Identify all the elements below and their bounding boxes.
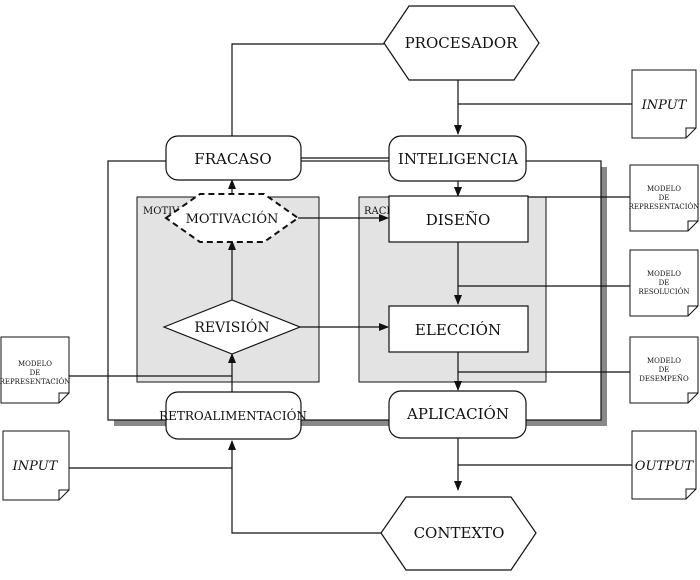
retroalimentacion-node: RETROALIMENTACIÓN bbox=[159, 391, 307, 440]
diseno-label: DISEÑO bbox=[426, 211, 491, 229]
inteligencia-node: INTELIGENCIA bbox=[388, 135, 527, 182]
input-bottom-doc: INPUT bbox=[2, 430, 70, 501]
contexto-node: CONTEXTO bbox=[380, 496, 537, 571]
modelo-representacion-left-line3: REPRESENTACIÓN bbox=[0, 377, 70, 386]
modelo-desempeno-line3: DESEMPEÑO bbox=[639, 374, 689, 383]
modelo-representacion-right-doc: MODELO DE REPRESENTACIÓN bbox=[629, 164, 700, 232]
fracaso-node: FRACASO bbox=[165, 135, 302, 181]
output-label: OUTPUT bbox=[635, 459, 695, 474]
input-bottom-label: INPUT bbox=[12, 459, 59, 474]
inteligencia-label: INTELIGENCIA bbox=[398, 150, 518, 168]
procesador-node: PROCESADOR bbox=[383, 5, 540, 81]
aplicacion-node: APLICACIÓN bbox=[388, 390, 527, 439]
diseno-node: DISEÑO bbox=[388, 195, 529, 243]
retroalimentacion-label: RETROALIMENTACIÓN bbox=[159, 407, 307, 423]
modelo-desempeno-line2: DE bbox=[659, 366, 670, 374]
motivacion-node: MOTIVACIÓN bbox=[164, 193, 300, 243]
modelo-desempeno-line1: MODELO bbox=[647, 357, 681, 365]
modelo-representacion-right-line3: REPRESENTACIÓN bbox=[629, 202, 700, 211]
aplicacion-label: APLICACIÓN bbox=[406, 405, 509, 423]
input-top-label: INPUT bbox=[641, 98, 688, 113]
modelo-representacion-left-line2: DE bbox=[30, 369, 41, 377]
modelo-representacion-left-line1: MODELO bbox=[18, 360, 52, 368]
motivacion-label: MOTIVACIÓN bbox=[186, 210, 279, 227]
revision-node: REVISIÓN bbox=[162, 299, 302, 355]
eleccion-node: ELECCIÓN bbox=[388, 305, 529, 353]
input-top-doc: INPUT bbox=[631, 69, 697, 139]
modelo-resolucion-doc: MODELO DE RESOLUCIÓN bbox=[629, 249, 699, 317]
output-doc: OUTPUT bbox=[631, 430, 697, 500]
modelo-representacion-right-line2: DE bbox=[659, 194, 670, 202]
fracaso-label: FRACASO bbox=[194, 150, 271, 168]
eleccion-label: ELECCIÓN bbox=[415, 321, 501, 339]
modelo-representacion-right-line1: MODELO bbox=[647, 185, 681, 193]
modelo-resolucion-line1: MODELO bbox=[647, 270, 681, 278]
procesador-label: PROCESADOR bbox=[405, 34, 519, 52]
modelo-desempeno-doc: MODELO DE DESEMPEÑO bbox=[629, 336, 699, 404]
modelo-representacion-left-doc: MODELO DE REPRESENTACIÓN bbox=[0, 336, 70, 404]
contexto-label: CONTEXTO bbox=[414, 524, 505, 542]
modelo-resolucion-line2: DE bbox=[659, 279, 670, 287]
modelo-resolucion-line3: RESOLUCIÓN bbox=[638, 287, 689, 296]
revision-label: REVISIÓN bbox=[194, 318, 269, 336]
